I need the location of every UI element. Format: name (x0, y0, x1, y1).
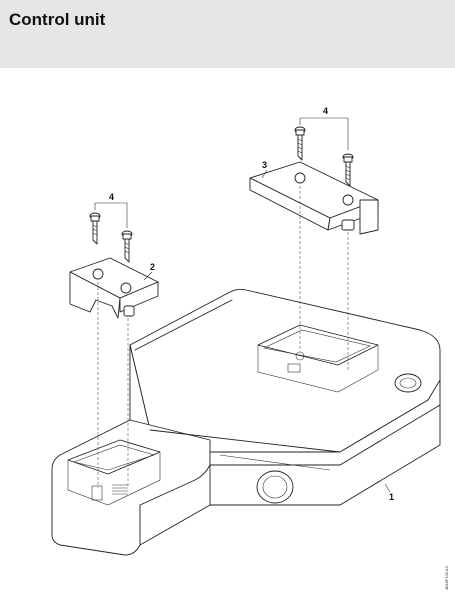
screw (89, 212, 101, 245)
screw (294, 126, 306, 161)
callout-4-left: 4 (109, 192, 114, 202)
screw (342, 153, 354, 187)
bracket-right (299, 117, 349, 150)
header-bar: Control unit (0, 0, 455, 68)
small-clamp (69, 257, 159, 319)
assembly-lines (97, 186, 349, 488)
cover-plate (249, 161, 379, 235)
leader-2 (143, 271, 153, 281)
callout-2: 2 (150, 262, 155, 272)
callout-3: 3 (262, 160, 267, 170)
drawing-code: 4818F103 A3 (444, 565, 449, 590)
screw (121, 230, 133, 263)
bracket-left (94, 202, 128, 228)
leader-1 (384, 483, 391, 493)
callout-4-right: 4 (323, 106, 328, 116)
control-unit-housing (51, 288, 441, 556)
page-title: Control unit (9, 10, 106, 29)
callout-1: 1 (389, 492, 394, 502)
leader-3 (261, 169, 268, 179)
